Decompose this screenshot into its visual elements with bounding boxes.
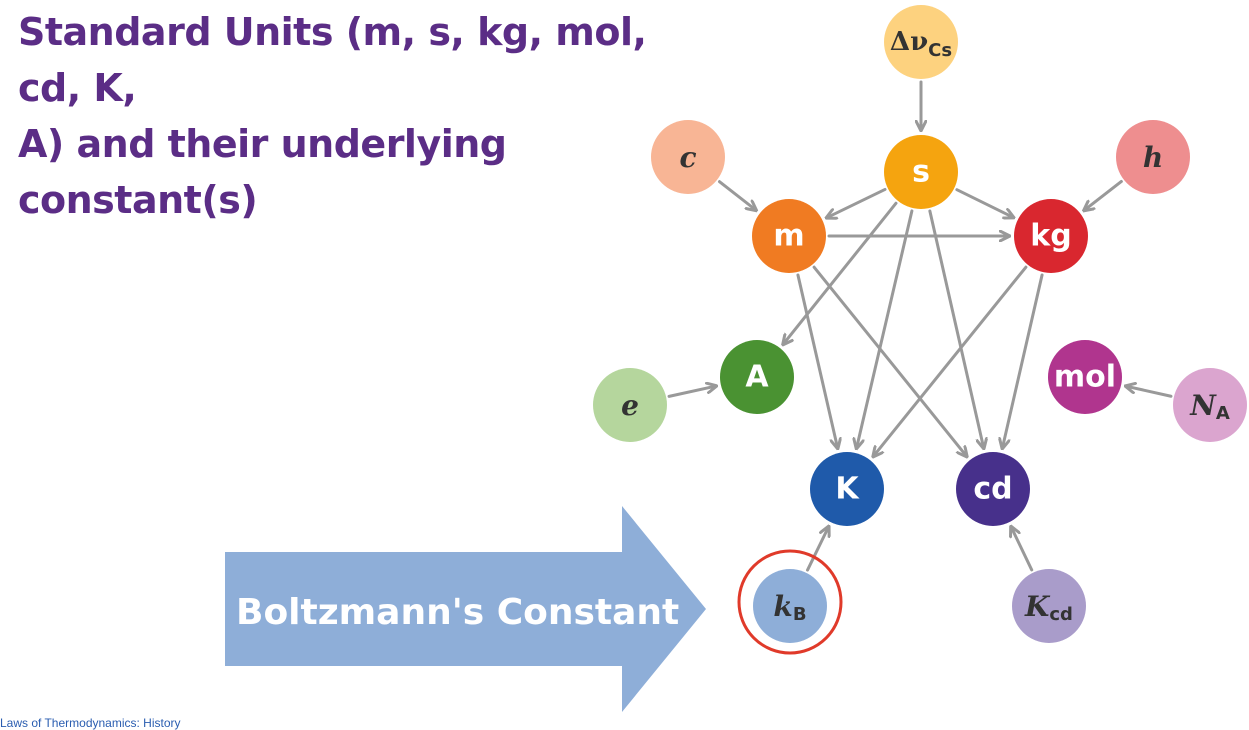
arrow-s-to-A [783, 201, 898, 344]
unit-node-a [720, 340, 794, 414]
constant-symbol: h [1143, 141, 1163, 174]
constant-label-h: h [1143, 141, 1163, 174]
constant-node-kb [753, 569, 827, 643]
constant-symbol: c [679, 141, 696, 174]
boltzmann-highlight-ring [737, 549, 843, 655]
title-line-1: Standard Units (m, s, kg, mol, cd, K, [18, 10, 647, 110]
footer-caption: Laws of Thermodynamics: History [0, 716, 181, 730]
constant-label-c: c [679, 141, 696, 174]
unit-label-kg: kg [1030, 219, 1071, 254]
unit-node-k [810, 452, 884, 526]
constant-symbol: k [773, 590, 792, 623]
banner-arrow-label: Boltzmann's Constant [236, 592, 679, 633]
unit-label-m: m [773, 219, 804, 254]
arrow-m-to-cd [812, 265, 967, 456]
unit-label-s: s [912, 155, 930, 190]
arrow-kg-to-K [873, 265, 1028, 456]
constant-node-na [1173, 368, 1247, 442]
arrow-kg-to-cd [1002, 273, 1044, 448]
constant-label-dnu: ΔνCs [890, 27, 952, 61]
arrow-Kcd-to-cd [1011, 527, 1034, 572]
title-line-2: A) and their underlying constant(s) [18, 122, 507, 222]
constant-node-dnu [884, 5, 958, 79]
unit-node-m [752, 199, 826, 273]
constant-subscript: A [1216, 403, 1230, 424]
banner-arrow: Boltzmann's Constant [225, 506, 706, 712]
unit-node-cd [956, 452, 1030, 526]
banner-arrow-shape [225, 506, 706, 712]
arrow-m-to-K [796, 273, 838, 448]
arrow-s-to-m [827, 187, 887, 217]
constant-label-kb: kB [773, 590, 806, 625]
constant-symbol: K [1024, 590, 1051, 623]
unit-label-k: K [835, 472, 860, 507]
unit-label-a: A [745, 360, 769, 395]
arrow-h-to-kg [1084, 179, 1123, 210]
constant-node-c [651, 120, 725, 194]
constant-subscript: Cs [928, 40, 952, 61]
constant-node-h [1116, 120, 1190, 194]
constant-node-e [593, 368, 667, 442]
page-title: Standard Units (m, s, kg, mol, cd, K, A)… [18, 4, 678, 228]
unit-label-mol: mol [1054, 360, 1116, 395]
constant-node-kcd [1012, 569, 1086, 643]
arrow-kB-to-K [806, 527, 829, 572]
constant-symbol: e [621, 389, 639, 422]
arrow-s-to-kg [955, 188, 1013, 218]
arrow-e-to-A [667, 386, 716, 398]
unit-label-cd: cd [973, 472, 1012, 507]
arrow-s-to-K [857, 209, 914, 448]
arrow-s-to-cd [928, 209, 984, 448]
unit-node-s [884, 135, 958, 209]
constant-subscript: cd [1049, 604, 1073, 625]
constant-subscript: B [793, 604, 807, 625]
unit-node-mol [1048, 340, 1122, 414]
unit-node-kg [1014, 199, 1088, 273]
arrow-NA-to-mol [1126, 386, 1173, 398]
constant-label-na: NA [1189, 389, 1230, 424]
constant-label-e: e [621, 389, 639, 422]
arrow-c-to-m [718, 180, 756, 210]
constant-label-kcd: Kcd [1024, 590, 1073, 625]
constant-symbol: Δν [890, 27, 928, 57]
constant-symbol: N [1189, 389, 1217, 422]
dependency-arrows [667, 80, 1173, 572]
